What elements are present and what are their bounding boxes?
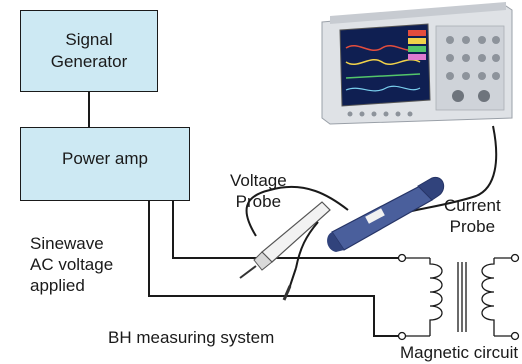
voltage-probe-label: Voltage Probe	[230, 171, 287, 211]
amp-output-wire-upper	[172, 190, 398, 259]
power-amp-box: Power amp	[20, 127, 190, 201]
measuring-instrument	[321, 2, 513, 125]
magnetic-circuit-transformer	[397, 253, 520, 341]
voltage-probe-cable	[245, 185, 349, 237]
amp-output-wire-lower	[148, 190, 398, 337]
magnetic-circuit-label: Magnetic circuit	[400, 343, 519, 362]
instrument-screen	[339, 23, 431, 107]
signal-generator-box: Signal Generator	[20, 10, 158, 92]
power-amp-label: Power amp	[62, 149, 148, 168]
current-probe-label: Current Probe	[444, 196, 501, 236]
sinewave-ac-note: Sinewave AC voltage applied	[30, 234, 114, 295]
voltage-probe	[239, 201, 331, 301]
current-probe	[327, 176, 445, 252]
bh-measuring-system-caption: BH measuring system	[108, 328, 275, 347]
signal-generator-label: Signal Generator	[50, 30, 128, 71]
